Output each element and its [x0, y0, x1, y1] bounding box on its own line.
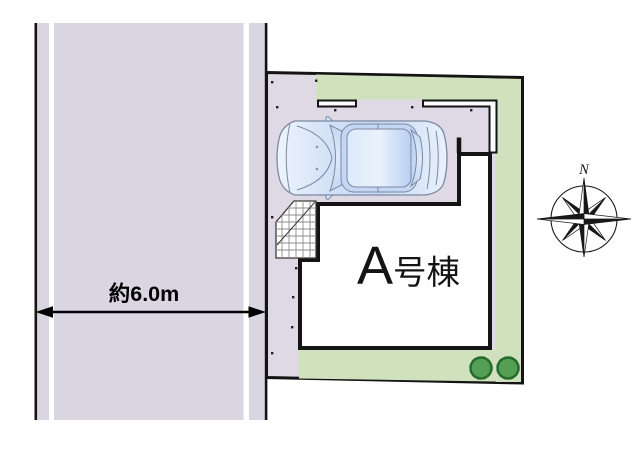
arrowhead-right-icon: [248, 306, 266, 318]
green-strip-right: [496, 79, 521, 382]
green-strip-top: [316, 74, 521, 100]
building-label: A号棟: [357, 236, 460, 296]
road-width-label: 約6.0m: [109, 281, 180, 306]
car-bumper-line: [285, 122, 291, 194]
car-hood-dot: [315, 167, 319, 171]
boundary-markers: [271, 79, 473, 355]
entrance-porch: [275, 200, 317, 259]
compass-north-label: N: [578, 162, 590, 178]
landscaping-strips: [299, 74, 521, 382]
car-top-view: [276, 115, 448, 201]
car-trunk-lines: [426, 126, 439, 190]
road-marking-right: [243, 23, 249, 420]
building-footprint: [298, 152, 492, 350]
compass-rose-icon: N: [536, 162, 632, 258]
shrub-icon: [496, 356, 520, 380]
building-label-suffix: 号棟: [393, 255, 460, 292]
road-edge-left: [34, 23, 38, 420]
porch-tile-grid: [276, 201, 316, 258]
car-hood-creases: [296, 125, 333, 191]
property-plot: A号棟: [265, 70, 524, 385]
shrubs: [469, 356, 520, 380]
road-width-dimension: 約6.0m: [35, 281, 266, 318]
road-surface: [36, 23, 267, 420]
road: [34, 23, 268, 420]
car-hood-dot: [315, 145, 319, 149]
car-roof: [346, 128, 412, 188]
car-rear-window: [409, 128, 423, 188]
green-strip-bottom: [299, 350, 521, 382]
building-label-letter: A: [357, 236, 393, 296]
road-marking-left: [49, 23, 54, 420]
porch-diagonal: [276, 201, 316, 246]
shrub-icon: [469, 356, 493, 380]
block-wall-left: [317, 99, 357, 108]
arrowhead-left-icon: [35, 306, 53, 318]
